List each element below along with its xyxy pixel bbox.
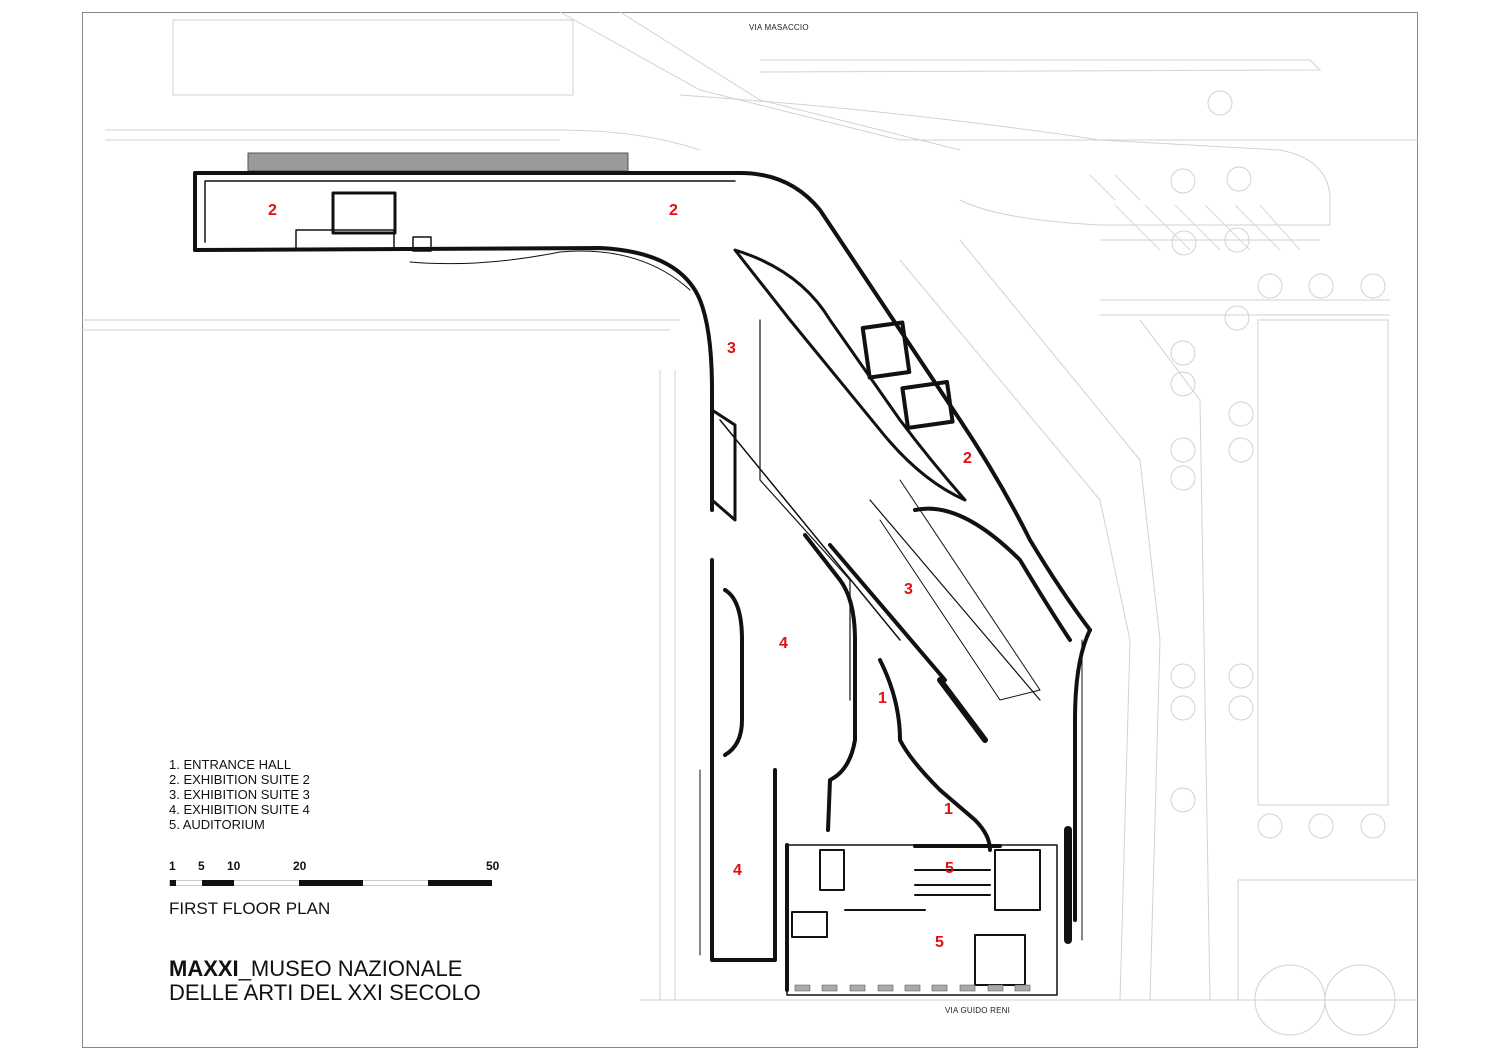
scale-labels: 1 5 10 20 50 (169, 859, 509, 873)
title-bold: MAXXI (169, 956, 239, 981)
room-label: 1 (944, 801, 953, 818)
legend-item: 3. EXHIBITION SUITE 3 (169, 787, 310, 802)
room-label: 3 (904, 581, 913, 598)
project-title: MAXXI_MUSEO NAZIONALE DELLE ARTI DEL XXI… (169, 957, 481, 1005)
legend-item: 5. AUDITORIUM (169, 817, 265, 832)
room-label: 1 (878, 690, 887, 707)
legend-item: 1. ENTRANCE HALL (169, 757, 292, 772)
drawing-frame (82, 12, 1418, 1048)
legend-item: 4. EXHIBITION SUITE 4 (169, 802, 310, 817)
room-label: 2 (669, 202, 678, 219)
room-label: 3 (727, 340, 736, 357)
scale-tick: 20 (293, 859, 307, 873)
scale-tick: 1 (169, 859, 176, 873)
room-legend: 1. ENTRANCE HALL 2. EXHIBITION SUITE 2 3… (169, 757, 310, 832)
plan-title: FIRST FLOOR PLAN (169, 899, 331, 918)
room-label: 2 (963, 450, 972, 467)
site-context (82, 11, 1418, 1036)
title-line2: DELLE ARTI DEL XXI SECOLO (169, 980, 481, 1005)
scale-bar (169, 880, 492, 886)
title-line1: _MUSEO NAZIONALE (238, 956, 463, 981)
room-label: 2 (268, 202, 277, 219)
street-label-north: VIA MASACCIO (749, 23, 809, 32)
building-walls (193, 152, 1092, 996)
legend-item: 2. EXHIBITION SUITE 2 (169, 772, 310, 787)
room-label: 4 (779, 635, 788, 652)
street-label-south: VIA GUIDO RENI (945, 1006, 1011, 1015)
scale-tick: 50 (486, 859, 500, 873)
room-label: 5 (945, 860, 954, 877)
scale-tick: 5 (198, 859, 205, 873)
room-label: 4 (733, 862, 742, 879)
scale-tick: 10 (227, 859, 241, 873)
room-label: 5 (935, 934, 944, 951)
